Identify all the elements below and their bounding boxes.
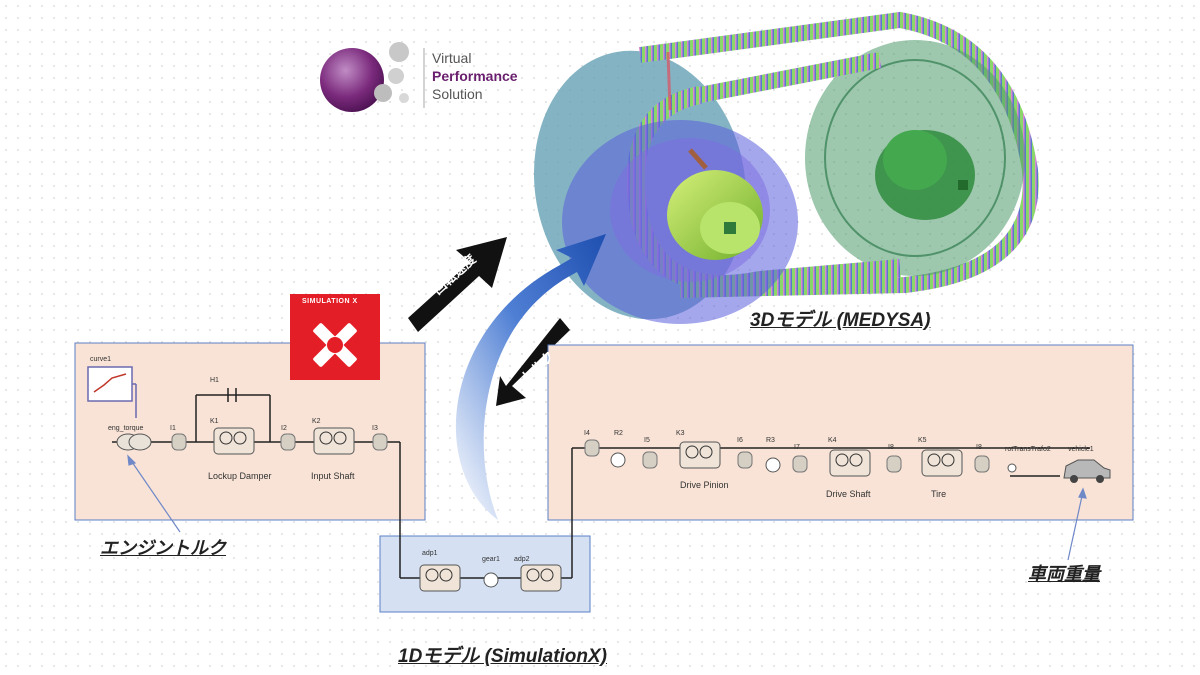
- 3d-model-illustration: [533, 11, 1039, 324]
- curve-label: curve1: [90, 356, 112, 363]
- i5-label: I5: [644, 437, 650, 444]
- i1-label: I1: [170, 425, 176, 432]
- adp2-label: adp2: [514, 556, 530, 563]
- i3-label: I3: [372, 425, 378, 432]
- 3d-model-title: 3Dモデル (MEDYSA): [750, 310, 931, 331]
- k2-label: K2: [312, 418, 321, 425]
- i8a-label: I8: [888, 444, 894, 451]
- speed-curve-arrow: [455, 234, 606, 520]
- vehicle-weight-callout: 車両重量: [1028, 564, 1100, 584]
- k3-label: K3: [676, 430, 685, 437]
- i8b-label: I8: [976, 444, 982, 451]
- middle-diagram-drawing: [419, 448, 573, 592]
- logo-text-performance: Performance: [432, 68, 518, 84]
- tire-label: Tire: [931, 489, 947, 499]
- input-shaft-label: Input Shaft: [311, 471, 355, 481]
- adp1-label: adp1: [422, 550, 438, 557]
- eng-torque-label: eng_torque: [108, 425, 144, 432]
- speed-arrow: [408, 237, 507, 332]
- i6-label: I6: [737, 437, 743, 444]
- callout-pointers: [127, 454, 1087, 561]
- lockup-damper-label: Lockup Damper: [208, 471, 272, 481]
- rottranstrafo2-label: rotTransTrafo2: [1005, 446, 1051, 453]
- engine-torque-callout: エンジントルク: [100, 538, 226, 558]
- simulationx-logo-text: SIMULATION X: [302, 298, 358, 305]
- i4-label: I4: [584, 430, 590, 437]
- vps-logo: [320, 42, 425, 112]
- right-diagram-drawing: [572, 439, 1111, 483]
- i2-label: I2: [281, 425, 287, 432]
- k5-label: K5: [918, 437, 927, 444]
- simulationx-logo: [290, 294, 380, 380]
- r3-label: R3: [766, 437, 775, 444]
- drive-pinion-label: Drive Pinion: [680, 480, 729, 490]
- r2-label: R2: [614, 430, 623, 437]
- 1d-model-title: 1Dモデル (SimulationX): [398, 646, 608, 667]
- vehicle1-label: vehicle1: [1068, 446, 1094, 453]
- logo-text-solution: Solution: [432, 86, 483, 102]
- i7-label: I7: [794, 444, 800, 451]
- right-model-panel: [547, 344, 1134, 521]
- h1-label: H1: [210, 377, 219, 384]
- torque-arrow: [496, 318, 570, 406]
- left-diagram-components: [116, 427, 388, 455]
- logo-purple-sphere: [320, 48, 384, 112]
- k1-label: K1: [210, 418, 219, 425]
- gear1-label: gear1: [482, 556, 500, 563]
- k4-label: K4: [828, 437, 837, 444]
- drive-shaft-label: Drive Shaft: [826, 489, 871, 499]
- logo-text-virtual: Virtual: [432, 50, 472, 66]
